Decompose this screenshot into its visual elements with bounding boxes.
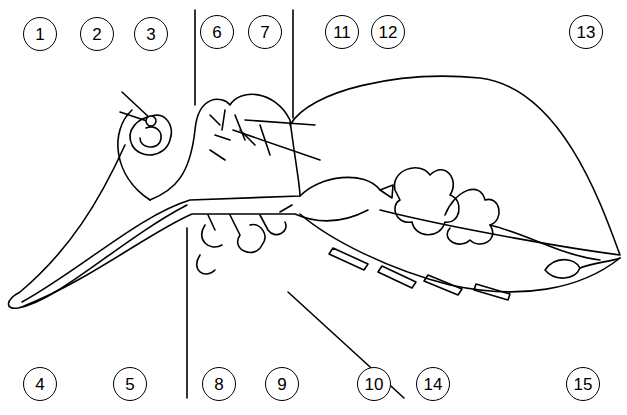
callout-number: 14 <box>424 376 443 393</box>
callout-circle: 15 <box>566 367 600 401</box>
callout-number: 8 <box>214 376 223 393</box>
callout-circle: 2 <box>80 17 114 51</box>
callout-circle: 1 <box>23 17 57 51</box>
callout-circle: 8 <box>202 367 236 401</box>
callout-circle: 14 <box>416 367 450 401</box>
callout-number: 1 <box>35 26 44 43</box>
callout-number: 9 <box>277 376 286 393</box>
callout-circle: 11 <box>325 15 359 49</box>
callout-circle: 3 <box>134 17 168 51</box>
callout-circle: 13 <box>569 15 603 49</box>
callout-number: 11 <box>333 24 351 41</box>
callout-circle: 9 <box>265 367 299 401</box>
callout-circle: 4 <box>23 367 57 401</box>
callout-circle: 10 <box>357 367 391 401</box>
callout-circle: 7 <box>248 15 282 49</box>
callout-number: 6 <box>212 24 221 41</box>
callout-number: 15 <box>574 376 593 393</box>
callout-number: 12 <box>379 24 398 41</box>
callout-number: 2 <box>92 26 101 43</box>
callout-number: 4 <box>35 376 44 393</box>
callout-circle: 5 <box>113 367 147 401</box>
callout-number: 10 <box>365 376 384 393</box>
callout-number: 7 <box>260 24 269 41</box>
callout-number: 3 <box>146 26 155 43</box>
callout-number: 5 <box>125 376 134 393</box>
callout-number: 13 <box>577 24 596 41</box>
callout-circle: 12 <box>371 15 405 49</box>
callout-circle: 6 <box>200 15 234 49</box>
